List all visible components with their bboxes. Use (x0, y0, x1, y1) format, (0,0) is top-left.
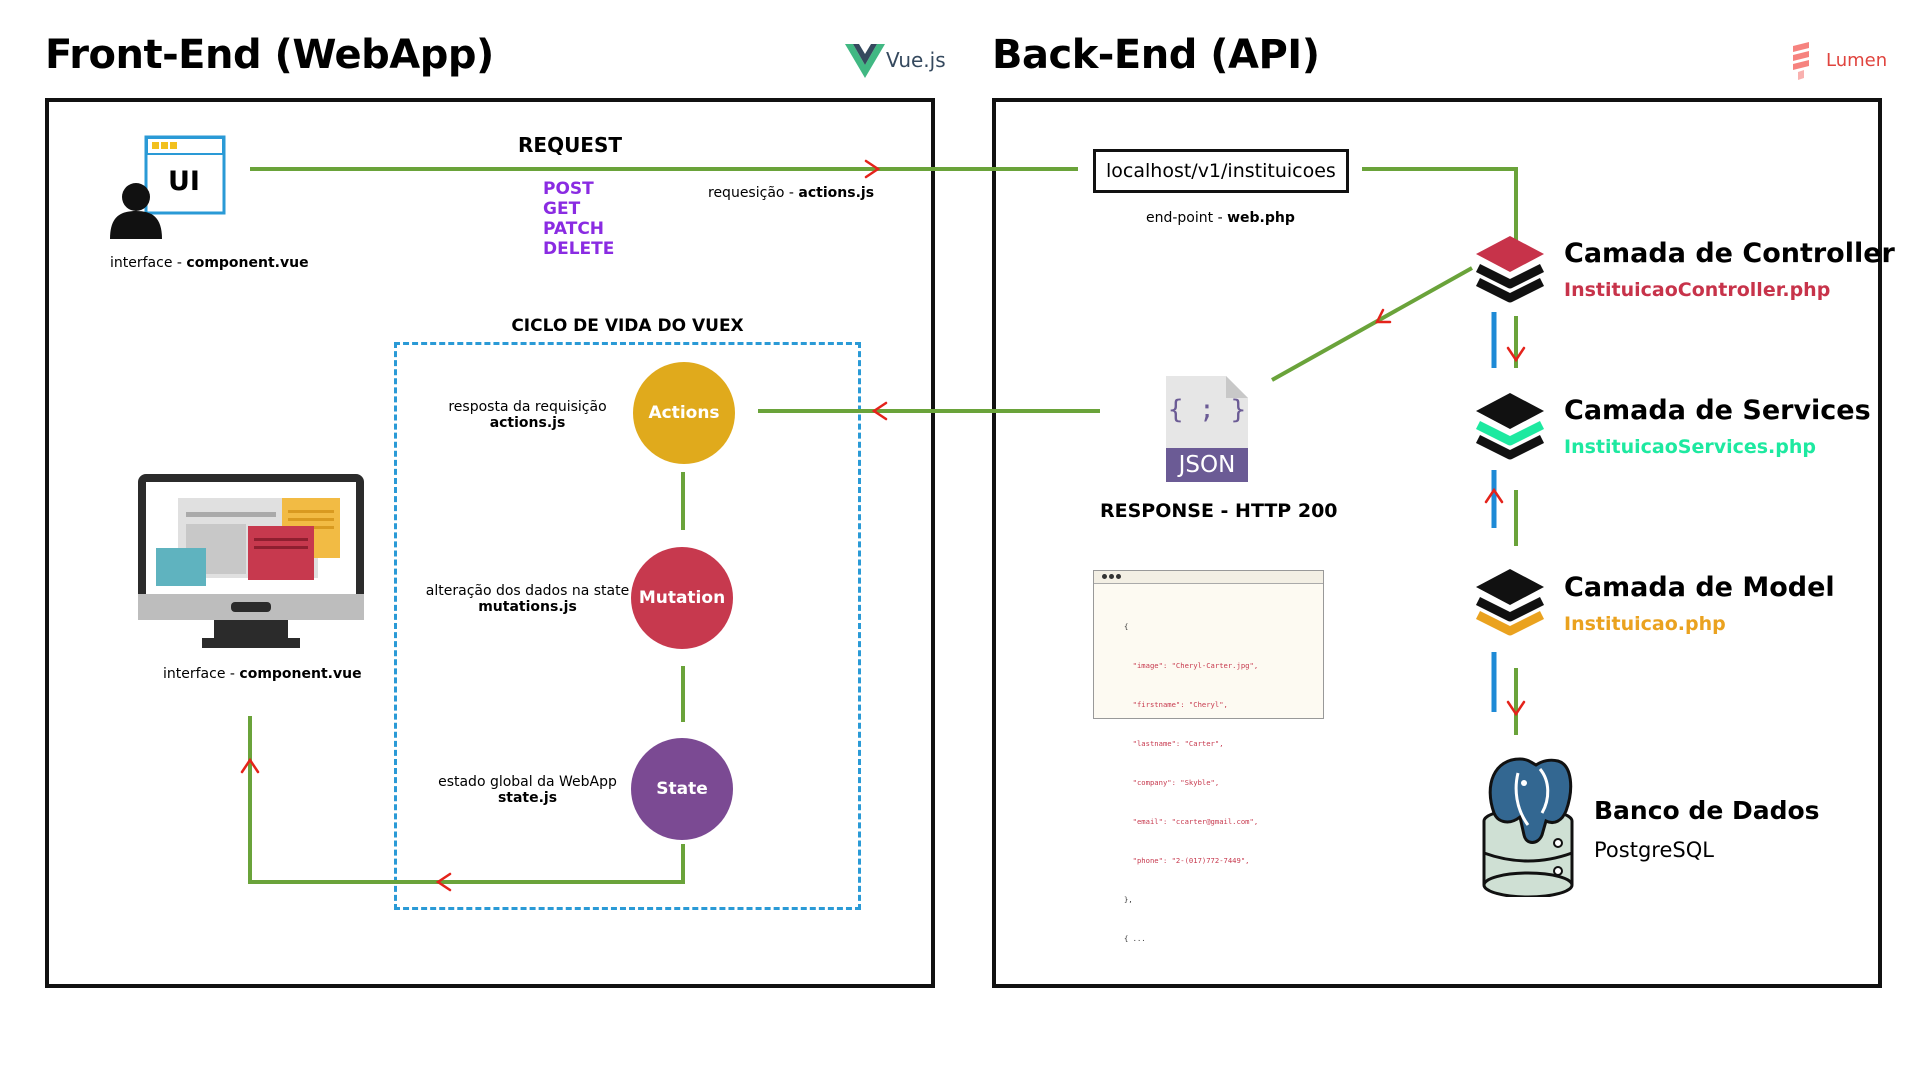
vue-logo-icon (845, 44, 885, 78)
backend-title: Back-End (API) (992, 32, 1320, 78)
endpoint-to-controller-line (1362, 167, 1518, 255)
request-arrow-icon (864, 159, 881, 179)
json-file-icon (1166, 376, 1248, 486)
up-arrow-icon (1484, 487, 1504, 504)
window-dot-icon (1109, 574, 1114, 579)
services-layer-title: Camada de Services (1564, 395, 1871, 426)
code-lines: { "image": "Cheryl-Carter.jpg", "firstna… (1124, 622, 1259, 943)
model-layer-title: Camada de Model (1564, 572, 1835, 603)
services-layers-icon (1472, 389, 1548, 469)
model-layers-icon (1472, 565, 1548, 645)
http-methods-list: POST GET PATCH DELETE (543, 179, 614, 259)
window-dot-icon (1102, 574, 1107, 579)
services-layer-file: InstituicaoServices.php (1564, 436, 1817, 458)
method-item: PATCH (543, 219, 605, 239)
frontend-panel (45, 98, 935, 988)
endpoint-caption: end-point - web.php (1146, 210, 1295, 226)
vuex-lifecycle-box (394, 342, 861, 910)
monitor-caption: interface - component.vue (163, 666, 362, 682)
json-braces: { ; } (1167, 395, 1247, 425)
down-arrow-2-icon (1506, 700, 1526, 717)
request-title: REQUEST (518, 133, 623, 157)
interface-arrow-icon (240, 757, 260, 774)
json-label: JSON (1178, 452, 1236, 478)
controller-layers-icon (1472, 232, 1548, 312)
monitor-icon (138, 474, 364, 654)
database-subtitle: PostgreSQL (1594, 838, 1714, 862)
actions-node: Actions (633, 362, 735, 464)
ui-label: UI (168, 166, 200, 197)
request-caption: requesição - actions.js (708, 185, 875, 201)
controller-layer-title: Camada de Controller (1564, 238, 1895, 269)
state-node: State (631, 738, 733, 840)
code-titlebar (1094, 571, 1323, 584)
lumen-logo-icon (1790, 42, 1812, 84)
code-snippet: { "image": "Cheryl-Carter.jpg", "firstna… (1093, 570, 1324, 943)
vuejs-logo (845, 44, 885, 82)
state-to-interface-line (248, 716, 685, 884)
user-ui-icon (108, 135, 228, 244)
postgresql-database-icon (1480, 755, 1576, 901)
down-arrow-1-icon (1506, 346, 1526, 363)
lumen-logo-text: Lumen (1826, 50, 1888, 71)
controller-response-arrow-icon (1374, 308, 1392, 324)
response-title: RESPONSE - HTTP 200 (1100, 500, 1338, 522)
method-item: GET (543, 199, 581, 219)
vuejs-logo-text: Vue.js (886, 48, 946, 72)
controller-layer-file: InstituicaoController.php (1564, 279, 1831, 301)
mutation-node: Mutation (631, 547, 733, 649)
window-dot-icon (1116, 574, 1121, 579)
backend-panel (992, 98, 1882, 988)
model-layer-file: Instituicao.php (1564, 613, 1726, 635)
endpoint-box: localhost/v1/instituicoes (1093, 149, 1349, 193)
state-return-arrow-icon (435, 872, 452, 892)
method-item: DELETE (543, 239, 615, 259)
frontend-title: Front-End (WebApp) (45, 32, 494, 78)
vuex-title: CICLO DE VIDA DO VUEX (511, 316, 744, 336)
database-title: Banco de Dados (1594, 796, 1820, 825)
controller-to-response-line (1271, 266, 1473, 382)
method-item: POST (543, 179, 594, 199)
user-caption: interface - component.vue (110, 255, 309, 271)
response-arrow-icon (871, 401, 888, 421)
